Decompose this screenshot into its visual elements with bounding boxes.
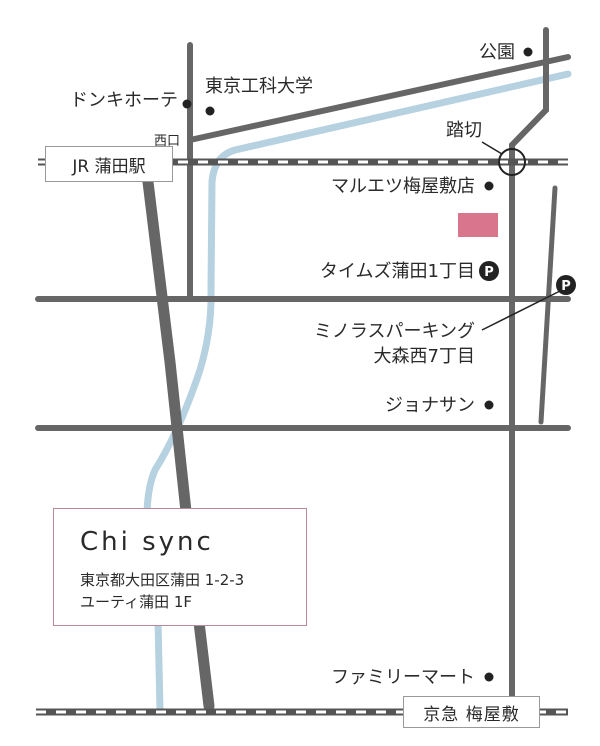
road-east-side xyxy=(538,185,558,425)
maruetsu-label: マルエツ梅屋敷店 xyxy=(331,176,475,197)
minoras-parking-icon: P xyxy=(556,275,576,295)
maruetsu-dot-icon xyxy=(484,181,494,191)
minoras-label-line2: 大森西7丁目 xyxy=(374,346,475,367)
crossing-label: 踏切 xyxy=(446,120,482,141)
road-north-diagonal xyxy=(187,54,571,143)
svg-text:P: P xyxy=(484,265,494,280)
road-east-main xyxy=(509,27,549,713)
shop-location-marker xyxy=(458,213,498,237)
tokyo-koka-label: 東京工科大学 xyxy=(205,76,313,97)
svg-text:P: P xyxy=(561,279,571,294)
jonathan-label: ジョナサン xyxy=(385,395,475,416)
minoras-label-line1: ミノラスパーキング xyxy=(314,321,475,342)
donki-dot-icon xyxy=(182,99,192,109)
exit-label: 西口 xyxy=(154,134,180,149)
minoras-leader xyxy=(481,289,563,331)
jr-kamata-station-label: JR 蒲田駅 xyxy=(45,146,173,182)
jonathan-dot-icon xyxy=(484,400,494,410)
jr-station-name: JR 蒲田駅 xyxy=(72,156,146,177)
shop-address-line2: ユーティ蒲田 1F xyxy=(80,593,193,611)
familymart-label: ファミリーマート xyxy=(331,667,475,688)
shop-name: Chi sync xyxy=(80,527,214,557)
donki-label: ドンキホーテ xyxy=(70,90,178,111)
tokyo-koka-dot-icon xyxy=(205,106,215,116)
familymart-dot-icon xyxy=(484,672,494,682)
times-parking-icon: P xyxy=(479,261,499,281)
shop-address-line1: 東京都大田区蒲田 1-2-3 xyxy=(80,571,245,589)
park-dot-icon xyxy=(523,47,533,57)
times-label: タイムズ蒲田1丁目 xyxy=(320,261,475,282)
railway-crossing-marker xyxy=(498,148,526,176)
river xyxy=(143,70,572,714)
park-label: 公園 xyxy=(479,42,515,63)
keikyu-station-name: 京急 梅屋敷 xyxy=(423,704,520,725)
shop-info-box: Chi sync 東京都大田区蒲田 1-2-3 ユーティ蒲田 1F xyxy=(53,508,307,626)
keikyu-umeyashiki-station-label: 京急 梅屋敷 xyxy=(403,696,540,728)
crossing-leader xyxy=(481,141,503,155)
